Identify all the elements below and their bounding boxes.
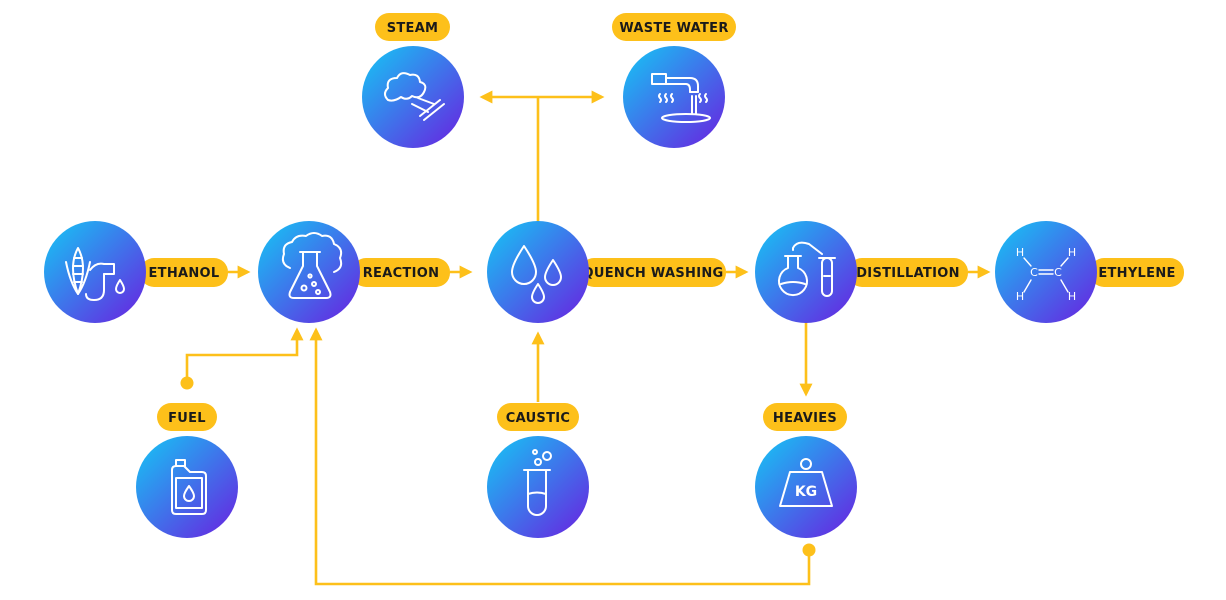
line-heavies-recycle-to-reaction [309, 327, 811, 586]
distillation-flask-icon [778, 241, 836, 297]
steam-icon [384, 72, 445, 121]
svg-text:DISTILLATION: DISTILLATION [856, 266, 960, 281]
corn-fuel-icon [65, 247, 125, 301]
fuel-canister-icon [171, 459, 207, 515]
svg-text:STEAM: STEAM [387, 21, 439, 36]
heavies-node: KG [755, 436, 857, 538]
svg-text:C: C [1054, 266, 1062, 279]
caustic-node [487, 436, 589, 538]
waste-water-label: WASTE WATER [612, 13, 736, 41]
reaction-node [258, 221, 360, 323]
ethylene-molecule-icon: C C H H H H [1016, 246, 1076, 303]
water-drops-icon [511, 245, 562, 304]
ethylene-label: ETHYLENE [1090, 258, 1184, 287]
ethylene-node: C C H H H H [995, 221, 1097, 323]
fuel-line-dot [180, 376, 194, 390]
svg-text:HEAVIES: HEAVIES [773, 411, 837, 426]
svg-text:REACTION: REACTION [363, 266, 440, 281]
svg-text:H: H [1068, 246, 1076, 259]
fuel-node [136, 436, 238, 538]
distillation-label: DISTILLATION [848, 258, 968, 287]
connectors [180, 90, 991, 586]
svg-text:FUEL: FUEL [168, 411, 206, 426]
heavies-label: HEAVIES [763, 403, 847, 431]
label-pills: STEAM WASTE WATER ETHANOL REACTION QUENC… [140, 13, 1184, 431]
waste-water-node [623, 46, 725, 148]
brain-flask-icon [281, 232, 343, 299]
svg-text:CAUSTIC: CAUSTIC [506, 411, 570, 426]
svg-text:H: H [1068, 290, 1076, 303]
caustic-label: CAUSTIC [497, 403, 579, 431]
distillation-node [755, 221, 857, 323]
quench-washing-node [487, 221, 589, 323]
quench-washing-label: QUENCH WASHING [580, 258, 726, 287]
heavies-line-dot [802, 543, 816, 557]
waste-water-icon [651, 73, 711, 123]
kg-weight-icon: KG [779, 458, 833, 507]
ethanol-label: ETHANOL [140, 258, 228, 287]
svg-text:H: H [1016, 290, 1024, 303]
steam-label: STEAM [375, 13, 450, 41]
ethanol-node [44, 221, 146, 323]
test-tube-icon [523, 449, 552, 516]
svg-text:WASTE WATER: WASTE WATER [619, 21, 728, 36]
line-fuel-to-reaction [185, 327, 304, 382]
reaction-label: REACTION [352, 258, 450, 287]
svg-text:QUENCH WASHING: QUENCH WASHING [583, 266, 724, 281]
svg-text:H: H [1016, 246, 1024, 259]
svg-text:ETHYLENE: ETHYLENE [1098, 266, 1175, 281]
svg-text:KG: KG [795, 484, 817, 500]
svg-text:ETHANOL: ETHANOL [148, 266, 219, 281]
svg-text:C: C [1030, 266, 1038, 279]
fuel-label: FUEL [157, 403, 217, 431]
steam-node [362, 46, 464, 148]
